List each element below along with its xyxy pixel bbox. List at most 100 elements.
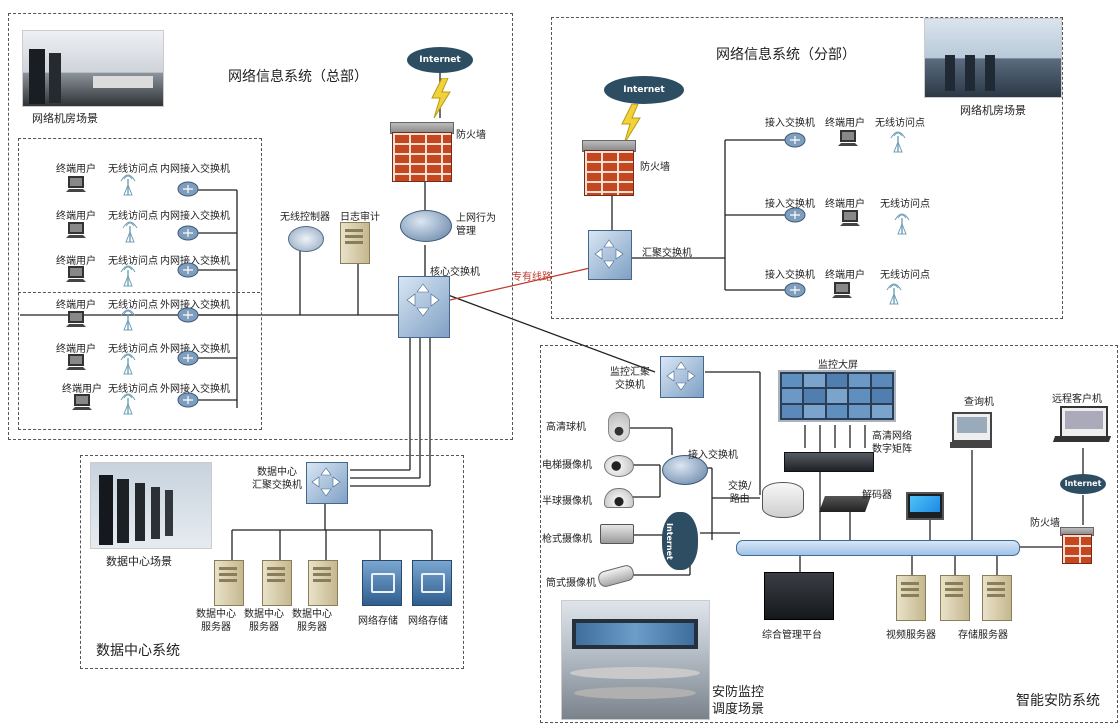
camera-label: 筒式摄像机 — [546, 578, 596, 589]
control-scene-label: 安防监控 调度场景 — [712, 685, 765, 717]
video-server-label: 视频服务器 — [886, 630, 936, 641]
mgmt-platform-device — [764, 572, 834, 620]
lightning-icon — [621, 104, 641, 144]
branch-zone — [551, 17, 1063, 319]
security-internet-small: Internet — [1060, 474, 1106, 494]
row-ap-label: 无线访问点 — [108, 211, 158, 222]
branch-title: 网络信息系统（分部） — [716, 47, 856, 63]
security-internet-cloud: Internet — [662, 512, 698, 570]
row-switch-label: 内网接入交换机 — [160, 211, 230, 222]
camera-label: 枪式摄像机 — [542, 534, 592, 545]
branch-firewall — [584, 150, 634, 196]
row-user-label: 终端用户 — [56, 344, 96, 355]
datacenter-server — [214, 560, 244, 606]
branch-agg-switch — [588, 230, 632, 280]
row-switch-label: 外网接入交换机 — [160, 344, 230, 355]
datacenter-zone — [80, 455, 464, 669]
half-dome-camera-icon — [604, 488, 634, 508]
core-switch-arrows-icon — [406, 283, 440, 317]
access-switch-router — [662, 455, 708, 485]
wireless-controller — [288, 226, 324, 252]
branch-firewall-label: 防火墙 — [640, 162, 670, 173]
switch-arrows-icon — [594, 239, 624, 269]
elevator-camera-icon — [604, 455, 634, 477]
mgmt-platform-label: 综合管理平台 — [762, 630, 822, 641]
switch-arrows-icon — [311, 467, 341, 497]
row-user-label: 终端用户 — [825, 270, 865, 281]
row-ap-label: 无线访问点 — [880, 270, 930, 281]
control-room-photo — [561, 600, 710, 720]
laptop-base — [1052, 436, 1112, 442]
pc-icon — [832, 130, 860, 298]
branch-room-scene-label: 网络机房场景 — [960, 104, 1026, 117]
datacenter-scene-label: 数据中心场景 — [106, 555, 172, 568]
row-user-label: 终端用户 — [56, 164, 96, 175]
log-audit-label: 日志审计 — [340, 212, 380, 223]
switch-arrows-icon — [666, 361, 696, 391]
datacenter-server-label: 数据中心 服务器 — [196, 609, 236, 633]
datacenter-server — [308, 560, 338, 606]
row-user-label: 终端用户 — [56, 256, 96, 267]
security-firewall — [1062, 534, 1092, 564]
hd-matrix-device — [784, 452, 874, 472]
datacenter-server — [262, 560, 292, 606]
big-screen-label: 监控大屏 — [818, 360, 858, 371]
video-server — [896, 575, 926, 621]
hq-firewall — [392, 132, 452, 182]
network-storage — [362, 560, 402, 606]
branch-server-room-photo — [924, 18, 1062, 98]
hq-title: 网络信息系统（总部） — [228, 69, 368, 85]
dedicated-line-label: 专有线路 — [512, 272, 552, 283]
camera-label: 高清球机 — [546, 422, 586, 433]
query-terminal-label: 查询机 — [964, 397, 994, 408]
row-ap-label: 无线访问点 — [108, 300, 158, 311]
row-ap-label: 无线访问点 — [875, 118, 925, 129]
monitor-icon — [906, 492, 944, 520]
decoder-label: 解码器 — [862, 490, 892, 501]
core-switch-label: 核心交换机 — [430, 267, 480, 278]
monitor-wall — [778, 370, 896, 422]
storage-server-label: 存储服务器 — [958, 630, 1008, 641]
row-ap-label: 无线访问点 — [108, 344, 158, 355]
hq-behavior-mgmt-label: 上网行为 管理 — [456, 213, 496, 237]
security-firewall-label: 防火墙 — [1030, 518, 1060, 529]
row-user-label: 终端用户 — [825, 199, 865, 210]
row-ap-label: 无线访问点 — [108, 384, 158, 395]
hq-internet-cloud: Internet — [407, 47, 473, 73]
access-point-icon — [886, 131, 910, 305]
storage-server — [940, 575, 970, 621]
laptop-icon — [1060, 406, 1108, 438]
row-user-label: 终端用户 — [56, 211, 96, 222]
row-user-label: 终端用户 — [825, 118, 865, 129]
row-ap-label: 无线访问点 — [108, 256, 158, 267]
hq-room-scene-label: 网络机房场景 — [32, 112, 98, 125]
query-terminal-base — [950, 442, 992, 448]
row-switch-label: 外网接入交换机 — [160, 300, 230, 311]
network-bus — [736, 540, 1020, 556]
monitor-agg-switch-label: 监控汇聚 交换机 — [610, 367, 650, 391]
log-audit-server — [340, 222, 370, 264]
datacenter-title: 数据中心系统 — [96, 643, 180, 659]
branch-internet-cloud: Internet — [604, 76, 684, 104]
hq-zone — [8, 13, 513, 440]
datacenter-photo — [90, 462, 212, 549]
hd-matrix-label: 高清网络 数字矩阵 — [872, 431, 912, 455]
hq-firewall-label: 防火墙 — [456, 130, 486, 141]
switch-router-cylinder — [762, 482, 804, 518]
dome-camera-icon — [608, 412, 630, 442]
query-terminal-icon — [952, 412, 992, 442]
datacenter-agg-switch-label: 数据中心 汇聚交换机 — [252, 467, 302, 491]
row-ap-label: 无线访问点 — [108, 164, 158, 175]
switch-router-label: 交换/ 路由 — [728, 481, 752, 505]
row-switch-label: 接入交换机 — [765, 199, 815, 210]
access-switch-label: 接入交换机 — [688, 450, 738, 461]
row-ap-label: 无线访问点 — [880, 199, 930, 210]
camera-label: 电梯摄像机 — [542, 460, 592, 471]
row-user-label: 终端用户 — [62, 384, 102, 395]
datacenter-server-label: 数据中心 服务器 — [244, 609, 284, 633]
gun-camera-icon — [600, 524, 634, 544]
row-switch-label: 接入交换机 — [765, 270, 815, 281]
datacenter-server-label: 数据中心 服务器 — [292, 609, 332, 633]
lightning-icon — [431, 78, 451, 118]
